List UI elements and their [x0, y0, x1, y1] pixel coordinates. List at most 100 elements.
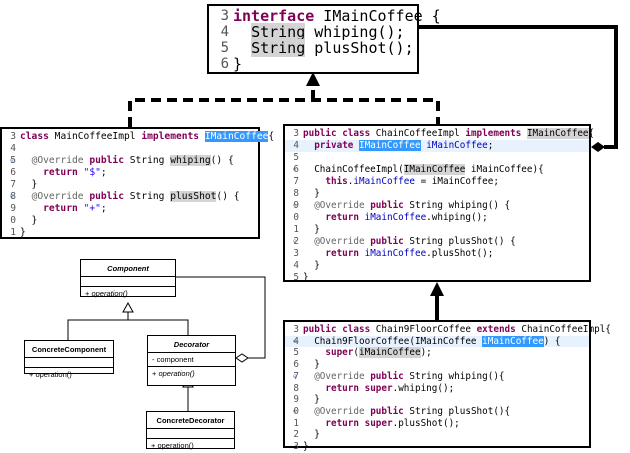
code-token: implements	[465, 128, 522, 139]
uml-op-visibility: +	[151, 441, 158, 450]
code-token: }	[303, 260, 320, 271]
code-line: 1 }	[285, 224, 589, 236]
code-line: 2⊖ @Override public String plusShot() {	[285, 236, 589, 248]
uml-op-visibility: +	[152, 369, 159, 378]
code-token	[303, 371, 314, 382]
code-text: ChainCoffeeImpl(IMainCoffee iMainCoffee)…	[303, 164, 544, 176]
code-text: return super.plusShot();	[303, 418, 459, 430]
code-line: 4	[2, 143, 258, 155]
line-number: 0	[10, 215, 16, 226]
code-token: plusShot	[170, 191, 217, 202]
fold-toggle-icon[interactable]: ⊖	[293, 407, 297, 415]
code-line: 3}	[285, 441, 589, 453]
line-number: 3	[293, 441, 299, 453]
line-number: 9	[10, 203, 16, 214]
code-token: String plusShot(){	[403, 405, 511, 417]
inheritance-arrowhead	[430, 282, 444, 296]
uml-aggregation-diamond	[235, 353, 249, 363]
code-token	[303, 176, 325, 187]
code-text: }	[233, 56, 242, 72]
code-token: }	[20, 215, 38, 226]
code-token: public	[370, 200, 404, 211]
code-token: private	[314, 140, 354, 151]
code-token: {	[588, 128, 595, 139]
fold-toggle-icon[interactable]: ⊖	[293, 238, 297, 245]
code-token: "+"	[83, 203, 101, 214]
line-number: 6	[220, 56, 229, 72]
code-token: super	[364, 382, 393, 394]
uml-class-title: Decorator	[148, 336, 235, 353]
code-text: @Override public String plusShot() {	[303, 236, 516, 248]
code-token	[303, 418, 325, 429]
code-text: @Override public String whiping() {	[303, 200, 510, 212]
uml-generalization-arrow	[122, 301, 134, 313]
line-number: 5	[10, 155, 16, 166]
code-text: String plusShot();	[233, 39, 414, 57]
code-token: return	[43, 167, 78, 178]
code-line: 3 return iMainCoffee.plusShot();	[285, 248, 589, 260]
code-token: .plusShot();	[426, 248, 494, 259]
code-token	[199, 131, 205, 142]
uml-attr-visibility: -	[152, 355, 157, 364]
fold-toggle-icon[interactable]: ⊖	[293, 166, 297, 173]
fold-toggle-icon[interactable]: ⊖	[10, 193, 14, 200]
code-token: Chain9FloorCoffee	[370, 324, 477, 335]
code-text: }	[303, 441, 309, 453]
fold-toggle-icon[interactable]: ⊖	[293, 202, 297, 209]
code-token: ;	[487, 140, 494, 151]
code-text: @Override public String whiping() {	[20, 155, 234, 167]
line-number: 8	[293, 188, 299, 199]
fold-toggle-icon[interactable]: ⊖	[293, 372, 297, 380]
fold-toggle-icon[interactable]: ⊖	[10, 157, 14, 164]
code-token: String	[251, 23, 306, 41]
line-number: 4	[293, 140, 299, 151]
code-token: String	[123, 155, 171, 166]
code-text: }	[303, 429, 320, 441]
code-token: super	[325, 347, 354, 359]
code-line: 0 }	[2, 215, 258, 227]
code-token: }	[303, 224, 320, 235]
code-line: 7 }	[2, 179, 258, 191]
code-token: public	[370, 370, 404, 382]
code-token: String whiping(){	[403, 370, 505, 382]
line-number: 5	[293, 347, 299, 359]
uml-op-name: operation()	[157, 441, 194, 450]
code-text: }	[20, 215, 38, 227]
line-number: 0	[293, 405, 299, 417]
uml-attributes	[81, 277, 175, 287]
line-number: 4	[10, 143, 16, 154]
code-token: ) {	[543, 335, 561, 347]
line-number: 7	[293, 370, 299, 382]
code-token: IMainCoffee	[526, 128, 589, 139]
fold-toggle-icon[interactable]: ⊖	[293, 337, 297, 345]
code-text: public class ChainCoffeeImpl implements …	[303, 128, 594, 140]
code-line: 5	[285, 152, 589, 164]
line-number: 4	[220, 24, 229, 40]
code-line: 8⊖ @Override public String plusShot() {	[2, 191, 258, 203]
code-token: iMainCoffee	[359, 347, 421, 359]
line-number: 0	[293, 212, 299, 223]
code-token: return	[43, 203, 78, 214]
code-line: 6⊖ ChainCoffeeImpl(IMainCoffee iMainCoff…	[285, 164, 589, 176]
code-token: plusShot();	[305, 39, 414, 57]
code-token: iMainCoffee	[353, 176, 415, 187]
code-token: iMainCoffee	[482, 335, 544, 347]
code-line: 9⊖ @Override public String whiping() {	[285, 200, 589, 212]
code-text: @Override public String plusShot(){	[303, 406, 510, 418]
code-token: IMainCoffee	[359, 140, 421, 151]
uml-class-title: ConcreteDecorator	[147, 412, 234, 429]
code-line: 7 this.iMainCoffee = iMainCoffee;	[285, 176, 589, 188]
line-number: 5	[293, 272, 299, 283]
code-token: class	[342, 324, 371, 335]
code-token	[20, 203, 43, 214]
code-text: }	[303, 272, 309, 284]
code-token	[303, 406, 314, 417]
code-text: @Override public String whiping(){	[303, 370, 505, 383]
code-line: 1}	[2, 227, 258, 239]
code-token: IMainCoffee	[403, 164, 466, 175]
code-line: 5}	[285, 272, 589, 284]
uml-component-class: Component + operation()	[80, 259, 176, 298]
code-line: 6 return "$";	[2, 167, 258, 179]
